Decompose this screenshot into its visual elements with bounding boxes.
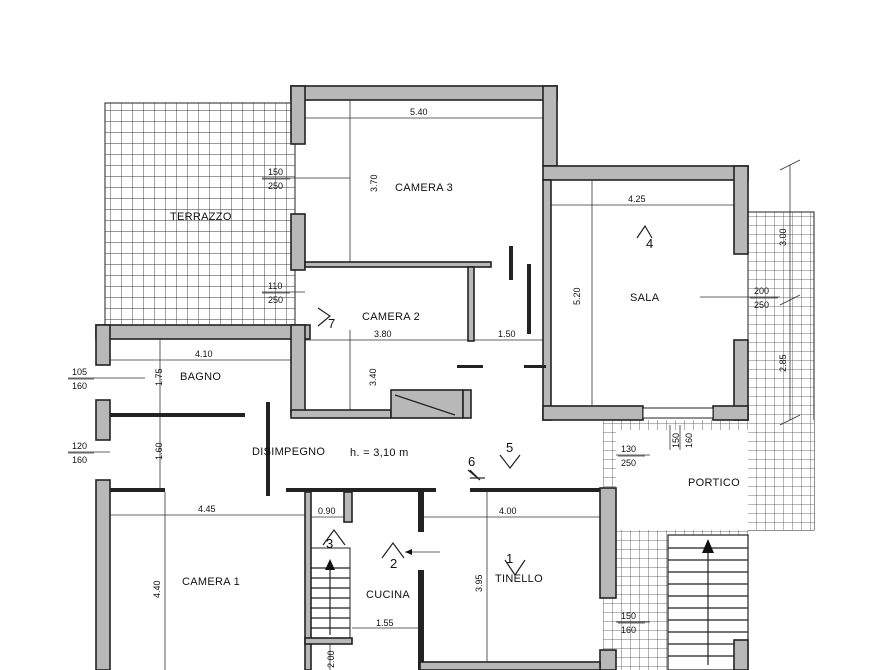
opening-w1-top: 150 bbox=[268, 167, 283, 177]
height-note: h. = 3,10 m bbox=[350, 447, 409, 459]
dim-sala-height: 5.20 bbox=[572, 287, 582, 305]
opening-w6-bottom: 250 bbox=[621, 458, 636, 468]
room-label-bagno: BAGNO bbox=[180, 371, 221, 383]
room-label-tinello: TINELLO bbox=[495, 573, 543, 585]
dim-camera2-height: 3.40 bbox=[368, 368, 378, 386]
dim-corridor-width: 1.50 bbox=[498, 329, 516, 339]
room-label-sala: SALA bbox=[630, 292, 660, 304]
opening-w2-top: 110 bbox=[268, 281, 282, 291]
svg-text:7: 7 bbox=[328, 316, 335, 331]
dim-portico-height: 2.85 bbox=[778, 354, 788, 372]
dim-bottom-left: 2.00 bbox=[326, 650, 336, 668]
svg-text:1: 1 bbox=[506, 551, 513, 566]
dim-cucina-width: 1.55 bbox=[376, 618, 394, 628]
opening-w2-bottom: 250 bbox=[268, 295, 283, 305]
dim-sala-width: 4.25 bbox=[628, 194, 646, 204]
view-marker-4: 4 bbox=[636, 224, 653, 251]
svg-text:3: 3 bbox=[326, 536, 333, 551]
opening-w4-bottom: 160 bbox=[72, 455, 87, 465]
dim-camera2-width: 3.80 bbox=[374, 329, 392, 339]
room-label-disimpegno: DISIMPEGNO bbox=[252, 446, 325, 458]
view-marker-1: 1 bbox=[504, 551, 526, 577]
opening-w5-top: 200 bbox=[754, 286, 769, 296]
room-label-portico: PORTICO bbox=[688, 477, 740, 489]
dim-tinello-height: 3.95 bbox=[474, 574, 484, 592]
terrazzo-floor bbox=[104, 102, 296, 326]
opening-w7-bottom: 160 bbox=[684, 433, 694, 448]
opening-w8-top: 150 bbox=[621, 611, 636, 621]
walls bbox=[95, 85, 749, 670]
dim-portico-top: 3.00 bbox=[778, 228, 788, 246]
dim-camera1-height: 4.40 bbox=[152, 580, 162, 598]
dim-tinello-width: 4.00 bbox=[499, 506, 517, 516]
dim-camera3-width: 5.40 bbox=[410, 107, 428, 117]
dim-bagno-height: 1.75 bbox=[154, 368, 164, 386]
dim-camera3-height: 3.70 bbox=[369, 174, 379, 192]
room-label-camera3: CAMERA 3 bbox=[395, 182, 453, 194]
interior-stairs bbox=[309, 547, 351, 639]
dim-bagno-width: 4.10 bbox=[195, 349, 213, 359]
dim-disimpegno-height: 1.60 bbox=[154, 442, 164, 460]
view-marker-3: 3 bbox=[322, 528, 346, 551]
opening-w3-bottom: 160 bbox=[72, 381, 87, 391]
svg-text:4: 4 bbox=[646, 236, 653, 251]
portico-area bbox=[616, 430, 748, 530]
dim-small-width: 0.90 bbox=[318, 506, 336, 516]
view-marker-5: 5 bbox=[499, 440, 521, 469]
opening-w4-top: 120 bbox=[72, 441, 87, 451]
view-marker-6: 6 bbox=[467, 454, 485, 481]
opening-w8-bottom: 160 bbox=[621, 625, 636, 635]
room-label-camera1: CAMERA 1 bbox=[182, 576, 240, 588]
view-marker-7: 7 bbox=[317, 307, 335, 331]
room-label-cucina: CUCINA bbox=[366, 589, 410, 601]
opening-w1-bottom: 250 bbox=[268, 181, 283, 191]
opening-w6-top: 130 bbox=[621, 444, 636, 454]
dimension-lines bbox=[68, 100, 801, 670]
dim-camera1-width: 4.45 bbox=[198, 504, 216, 514]
opening-w7-top: 150 bbox=[671, 433, 681, 448]
opening-w5-bottom: 250 bbox=[754, 300, 769, 310]
view-marker-2: 2 bbox=[381, 541, 405, 571]
svg-text:5: 5 bbox=[506, 440, 513, 455]
opening-w3-top: 105 bbox=[72, 367, 87, 377]
svg-text:6: 6 bbox=[468, 454, 475, 469]
room-label-terrazzo: TERRAZZO bbox=[170, 211, 232, 223]
svg-text:2: 2 bbox=[390, 556, 397, 571]
room-label-camera2: CAMERA 2 bbox=[362, 311, 420, 323]
